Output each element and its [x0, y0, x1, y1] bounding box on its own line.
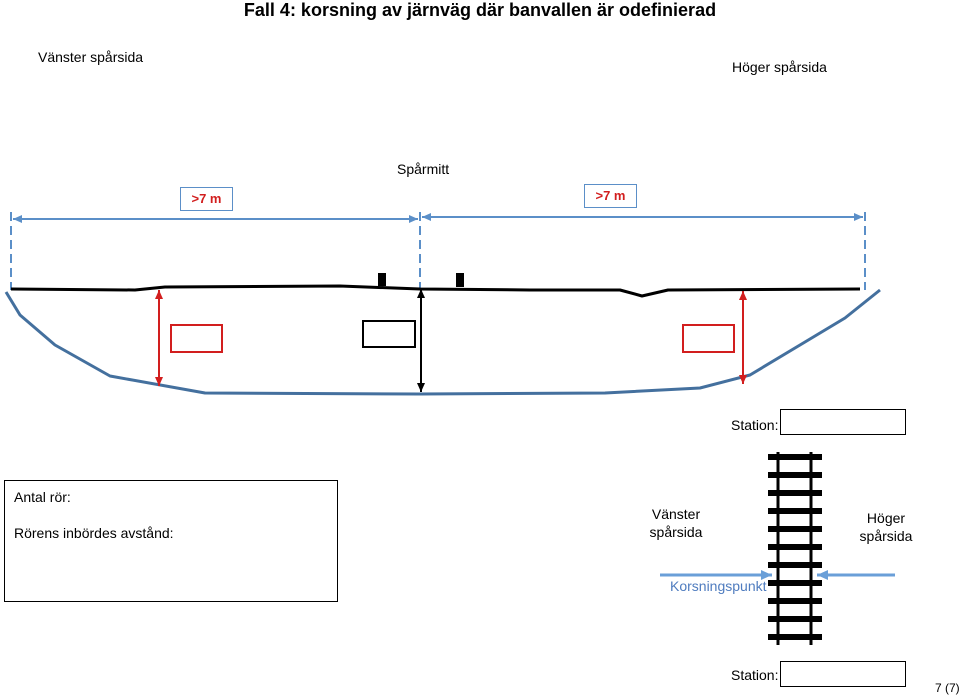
left-side-label: Vänster spårsida	[38, 49, 144, 65]
pipe-info-box[interactable]: Antal rör: Rörens inbördes avstånd:	[4, 480, 338, 602]
plan-right-side-line1: Höger	[866, 510, 906, 526]
station-label-1: Station:	[731, 417, 779, 433]
plan-left-side-label: Vänster spårsida	[648, 505, 704, 541]
station-field-1[interactable]	[780, 409, 906, 435]
rail-right	[456, 273, 464, 287]
right-distance-label: >7 m	[584, 184, 637, 208]
ground-surface-line	[10, 284, 861, 298]
station-field-2[interactable]	[780, 661, 906, 687]
center-pipe-box	[362, 320, 416, 348]
plan-left-side-line2: spårsida	[649, 524, 703, 540]
page-number: 7 (7)	[935, 681, 960, 695]
plan-right-side-line2: spårsida	[859, 528, 913, 544]
page-title: Fall 4: korsning av järnväg där banvalle…	[243, 0, 717, 20]
pipe-spacing-label: Rörens inbördes avstånd:	[14, 525, 174, 541]
plan-right-side-label: Höger spårsida	[858, 509, 914, 545]
pipe-count-label: Antal rör:	[14, 489, 71, 505]
embankment-outline	[4, 288, 881, 396]
plan-left-side-line1: Vänster	[651, 506, 701, 522]
track-plan-view	[768, 452, 822, 645]
rail-left	[378, 273, 386, 286]
left-distance-label: >7 m	[180, 187, 233, 211]
station-label-2: Station:	[731, 667, 779, 683]
right-pipe-box	[682, 324, 735, 353]
left-pipe-box	[170, 324, 223, 353]
track-center-label: Spårmitt	[397, 161, 450, 177]
crossing-point-label: Korsningspunkt	[670, 578, 767, 594]
right-side-label: Höger spårsida	[732, 59, 827, 75]
